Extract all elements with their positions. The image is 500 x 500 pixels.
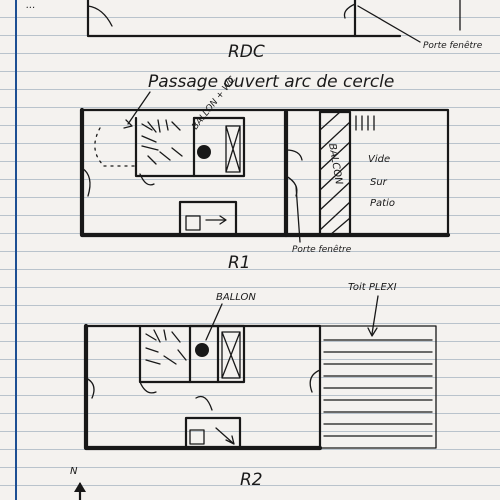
r1-ballon-circle [197,145,211,159]
passage-annotation: Passage ouvert arc de cercle [148,72,394,92]
r1-stair-treads [141,119,183,165]
r1-ballon-wc-room [192,116,246,178]
passage-arrowhead [123,119,133,129]
r1-wall-top-right [80,108,450,237]
rdc-outline [86,0,402,38]
toit-plexi-arrowhead [367,327,378,337]
r2-wc-cross-box [221,331,241,379]
r1-vide-marks [355,115,375,131]
r2-left-door [85,377,95,399]
r2-bottom-room [184,416,242,450]
rdc-plan-fragment: ... [26,0,461,43]
porte-fenetre-mid-label: Porte fenêtre [292,244,352,255]
passage-dotted-arc [94,127,105,167]
r1-bottom-room [178,200,238,237]
r2-wc-room [216,324,246,384]
toit-plexi-label: Toit PLEXI [348,282,397,293]
r2-stair-door [139,381,157,394]
r2-wall-left-bottom [83,323,323,451]
r2-right-door [309,369,321,393]
ballon-r2-label: BALLON [216,292,256,303]
rdc-door-swing [343,3,356,19]
rdc-pointer-line [357,5,421,43]
toit-plexi-pointer [371,295,379,335]
r1-stair-room [134,116,196,178]
vide-label-line1: Vide [368,154,390,165]
top-left-fragment-text: ... [26,0,36,11]
north-arrow: N [70,466,86,500]
r1-stair-door [139,173,155,186]
ballon-r2-pointer [205,303,223,341]
r1-porte-fenetre-doors [285,149,303,197]
r2-ballon-room [188,324,220,384]
toit-plexi-lines [323,339,433,437]
r2-stair-treads [145,329,187,365]
r1-bottom-room-fixtures [185,215,227,231]
r2-stair-room [138,324,192,384]
r2-ballon-circle [195,343,209,357]
r1-wc-cross-box [225,125,241,173]
rdc-door-arc [87,5,113,27]
r1-plan [79,107,451,243]
r2-title: R2 [240,470,263,490]
north-label: N [70,466,78,477]
passage-pointer [127,91,151,125]
r1-porte-fenetre-pointer [295,185,301,243]
r2-bottom-room-fixtures [189,427,235,445]
north-arrow-head [74,482,86,492]
r2-plan [83,323,437,451]
r2-middle-door [195,395,213,411]
r1-balcon-outline [318,110,352,237]
r1-balcon-hatch [319,111,351,236]
rdc-title: RDC [228,42,265,62]
r1-title: R1 [228,253,251,273]
margin-line [15,0,17,500]
porte-fenetre-top-label: Porte fenêtre [423,40,483,51]
r1-left-door [81,167,91,197]
vide-label-line2: Sur [370,177,388,188]
vide-label-line3: Patio [370,198,395,209]
toit-plexi-outline [319,325,437,449]
